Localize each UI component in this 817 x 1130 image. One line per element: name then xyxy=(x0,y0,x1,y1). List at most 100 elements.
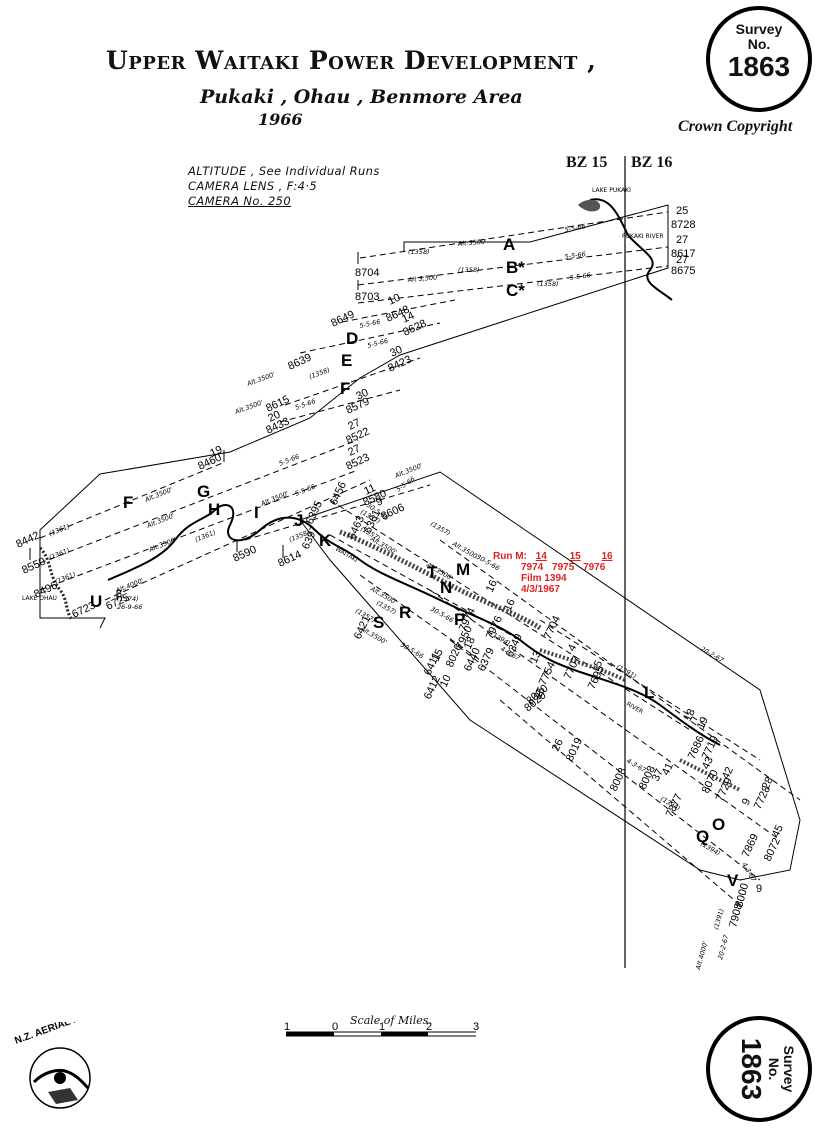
photo-h-count: 27 xyxy=(346,443,362,459)
alt-g: Alt.3500' xyxy=(145,511,176,530)
scale-tick-0: 0 xyxy=(332,1021,338,1033)
camera-legend: ALTITUDE , See Individual Runs CAMERA LE… xyxy=(188,164,380,209)
scale-tick-1b: 1 xyxy=(379,1021,385,1033)
altitude-note: ALTITUDE , See Individual Runs xyxy=(188,164,380,178)
photo-g-end: 8522 xyxy=(344,425,371,446)
date-d: 5-5-66 xyxy=(359,318,381,330)
run-m-run-2: 15 xyxy=(569,551,581,562)
photo-f-upper-end: 8423 xyxy=(386,353,413,374)
photo-r-count: 15 xyxy=(430,647,446,663)
alt-f: Alt.3500' xyxy=(143,485,174,504)
film-b: (1358) xyxy=(458,266,480,274)
photo-g-start: 8550 xyxy=(20,555,47,576)
run-letter-m: M xyxy=(456,560,470,579)
photo-extra-45: 45 xyxy=(770,823,786,839)
film-c: (1358) xyxy=(537,280,559,288)
photo-g-count: 27 xyxy=(346,417,362,433)
run-letter-b: B* xyxy=(506,258,525,277)
photo-p-count: 18 xyxy=(462,635,478,651)
lower-flight-lines xyxy=(329,499,801,906)
alt-b: Alt 3,500' xyxy=(406,273,439,284)
map-subtitle: Pukaki , Ohau , Benmore Area xyxy=(200,86,523,108)
waitaki-river xyxy=(107,504,721,746)
date-s: 30-5-66 xyxy=(399,641,425,661)
photo-extra-30: 30 xyxy=(354,387,370,403)
run-letter-h: H xyxy=(208,500,220,519)
run-letters: A B* C* D E F F G H I J U K T M N P R S … xyxy=(90,235,739,890)
date-p: 30-5-66 xyxy=(429,605,455,625)
run-letter-p: P xyxy=(454,610,465,629)
run-letter-e: E xyxy=(341,351,352,370)
date-v: 20-2-67 xyxy=(716,933,731,960)
run-letter-l: L xyxy=(644,683,654,702)
film-f: (1361) xyxy=(48,522,71,538)
photo-h-end: 8523 xyxy=(344,451,371,472)
photo-d-count: 10 xyxy=(386,292,402,308)
photo-q-end: 7869 xyxy=(740,832,761,859)
film-e: (1358) xyxy=(308,366,331,381)
photo-e-count: 14 xyxy=(400,310,416,326)
photo-f-start: 8442 xyxy=(14,529,41,550)
run-m-photo-2: 7975 xyxy=(552,562,575,573)
photo-q-start: 8008 xyxy=(608,766,629,793)
photo-a-count: 25 xyxy=(676,205,688,217)
photo-c-start: 8649 xyxy=(329,308,356,329)
run-letter-u: U xyxy=(90,592,102,611)
photo-a-start: 8704 xyxy=(355,267,379,279)
film-m: (1357) xyxy=(429,520,452,538)
photo-extra-7695: 7695 xyxy=(586,664,607,691)
photo-extra-20: 20 xyxy=(266,409,282,425)
logo-text: N.Z. AERIAL MAPPING LTD. xyxy=(13,1022,112,1047)
photo-f-count: 19 xyxy=(208,444,224,460)
run-m-film: Film 1394 xyxy=(521,573,567,584)
photo-extra-8072: 8072 xyxy=(762,836,783,863)
date-c: 5-5-66 xyxy=(569,271,591,282)
photo-b-count: 27 xyxy=(676,234,688,246)
run-letter-k: K xyxy=(319,531,332,550)
photo-extra-8019: 8019 xyxy=(564,736,585,763)
stamp-top-survey: Survey xyxy=(735,21,783,37)
run-letter-f-upper: F xyxy=(340,379,350,398)
alt-e: Alt.3500' xyxy=(245,370,276,388)
run-letter-o: O xyxy=(712,815,725,834)
survey-stamp-top: Survey No. 1863 xyxy=(706,6,812,112)
run-letter-t: T xyxy=(427,563,438,582)
date-m: 30-5-66 xyxy=(475,553,501,573)
scale-tick-2: 2 xyxy=(426,1021,432,1033)
photo-r-end: 6411 xyxy=(422,651,443,678)
run-m-photo-1: 7974 xyxy=(521,562,544,573)
photo-c-count: 27 xyxy=(676,254,688,266)
scale-label: Scale of Miles. xyxy=(350,1014,432,1027)
lake-ohau-shore xyxy=(38,546,74,621)
photo-extra-41: 41 xyxy=(660,761,676,777)
run-m-run-3: 16 xyxy=(601,551,613,562)
run-letter-n: N xyxy=(440,578,452,597)
lower-block-outline xyxy=(299,471,801,881)
date-a: 5-5-66 xyxy=(564,222,586,234)
stamp-top-number: 1863 xyxy=(727,51,791,82)
photo-extra-42: 42 xyxy=(720,765,736,781)
photo-v-end: 7908 xyxy=(727,902,745,929)
run-letter-c: C* xyxy=(506,281,525,300)
run-letter-s: S xyxy=(373,613,384,632)
photo-i-start: 8590 xyxy=(231,543,258,564)
alt-v: Alt.4000' xyxy=(694,940,710,971)
photo-extra-7754: 7754 xyxy=(537,660,558,687)
photo-extra-7707: 7707 xyxy=(562,654,583,681)
photo-extra-8579: 8579 xyxy=(344,395,371,416)
film-g: (1361) xyxy=(48,546,71,562)
date-i: 5-5-66 xyxy=(294,482,317,497)
run-m-date: 4/3/1967 xyxy=(521,584,560,595)
scale-bar: 1 0 1 2 3 xyxy=(284,1021,479,1037)
date-f-upper: 5-5-66 xyxy=(294,397,317,412)
photo-b-start: 8703 xyxy=(355,291,379,303)
alt-i: Alt.3500' xyxy=(259,489,290,508)
place-pukaki-river: PUKAKI RIVER xyxy=(622,233,664,240)
alt-f-upper: Alt.3500' xyxy=(233,398,264,416)
photo-f-end: 8460 xyxy=(196,451,223,472)
photo-u-count: 3 xyxy=(116,588,122,600)
date-q: 4-3-67 xyxy=(740,861,758,884)
date-b: 5-5-66 xyxy=(564,250,586,261)
